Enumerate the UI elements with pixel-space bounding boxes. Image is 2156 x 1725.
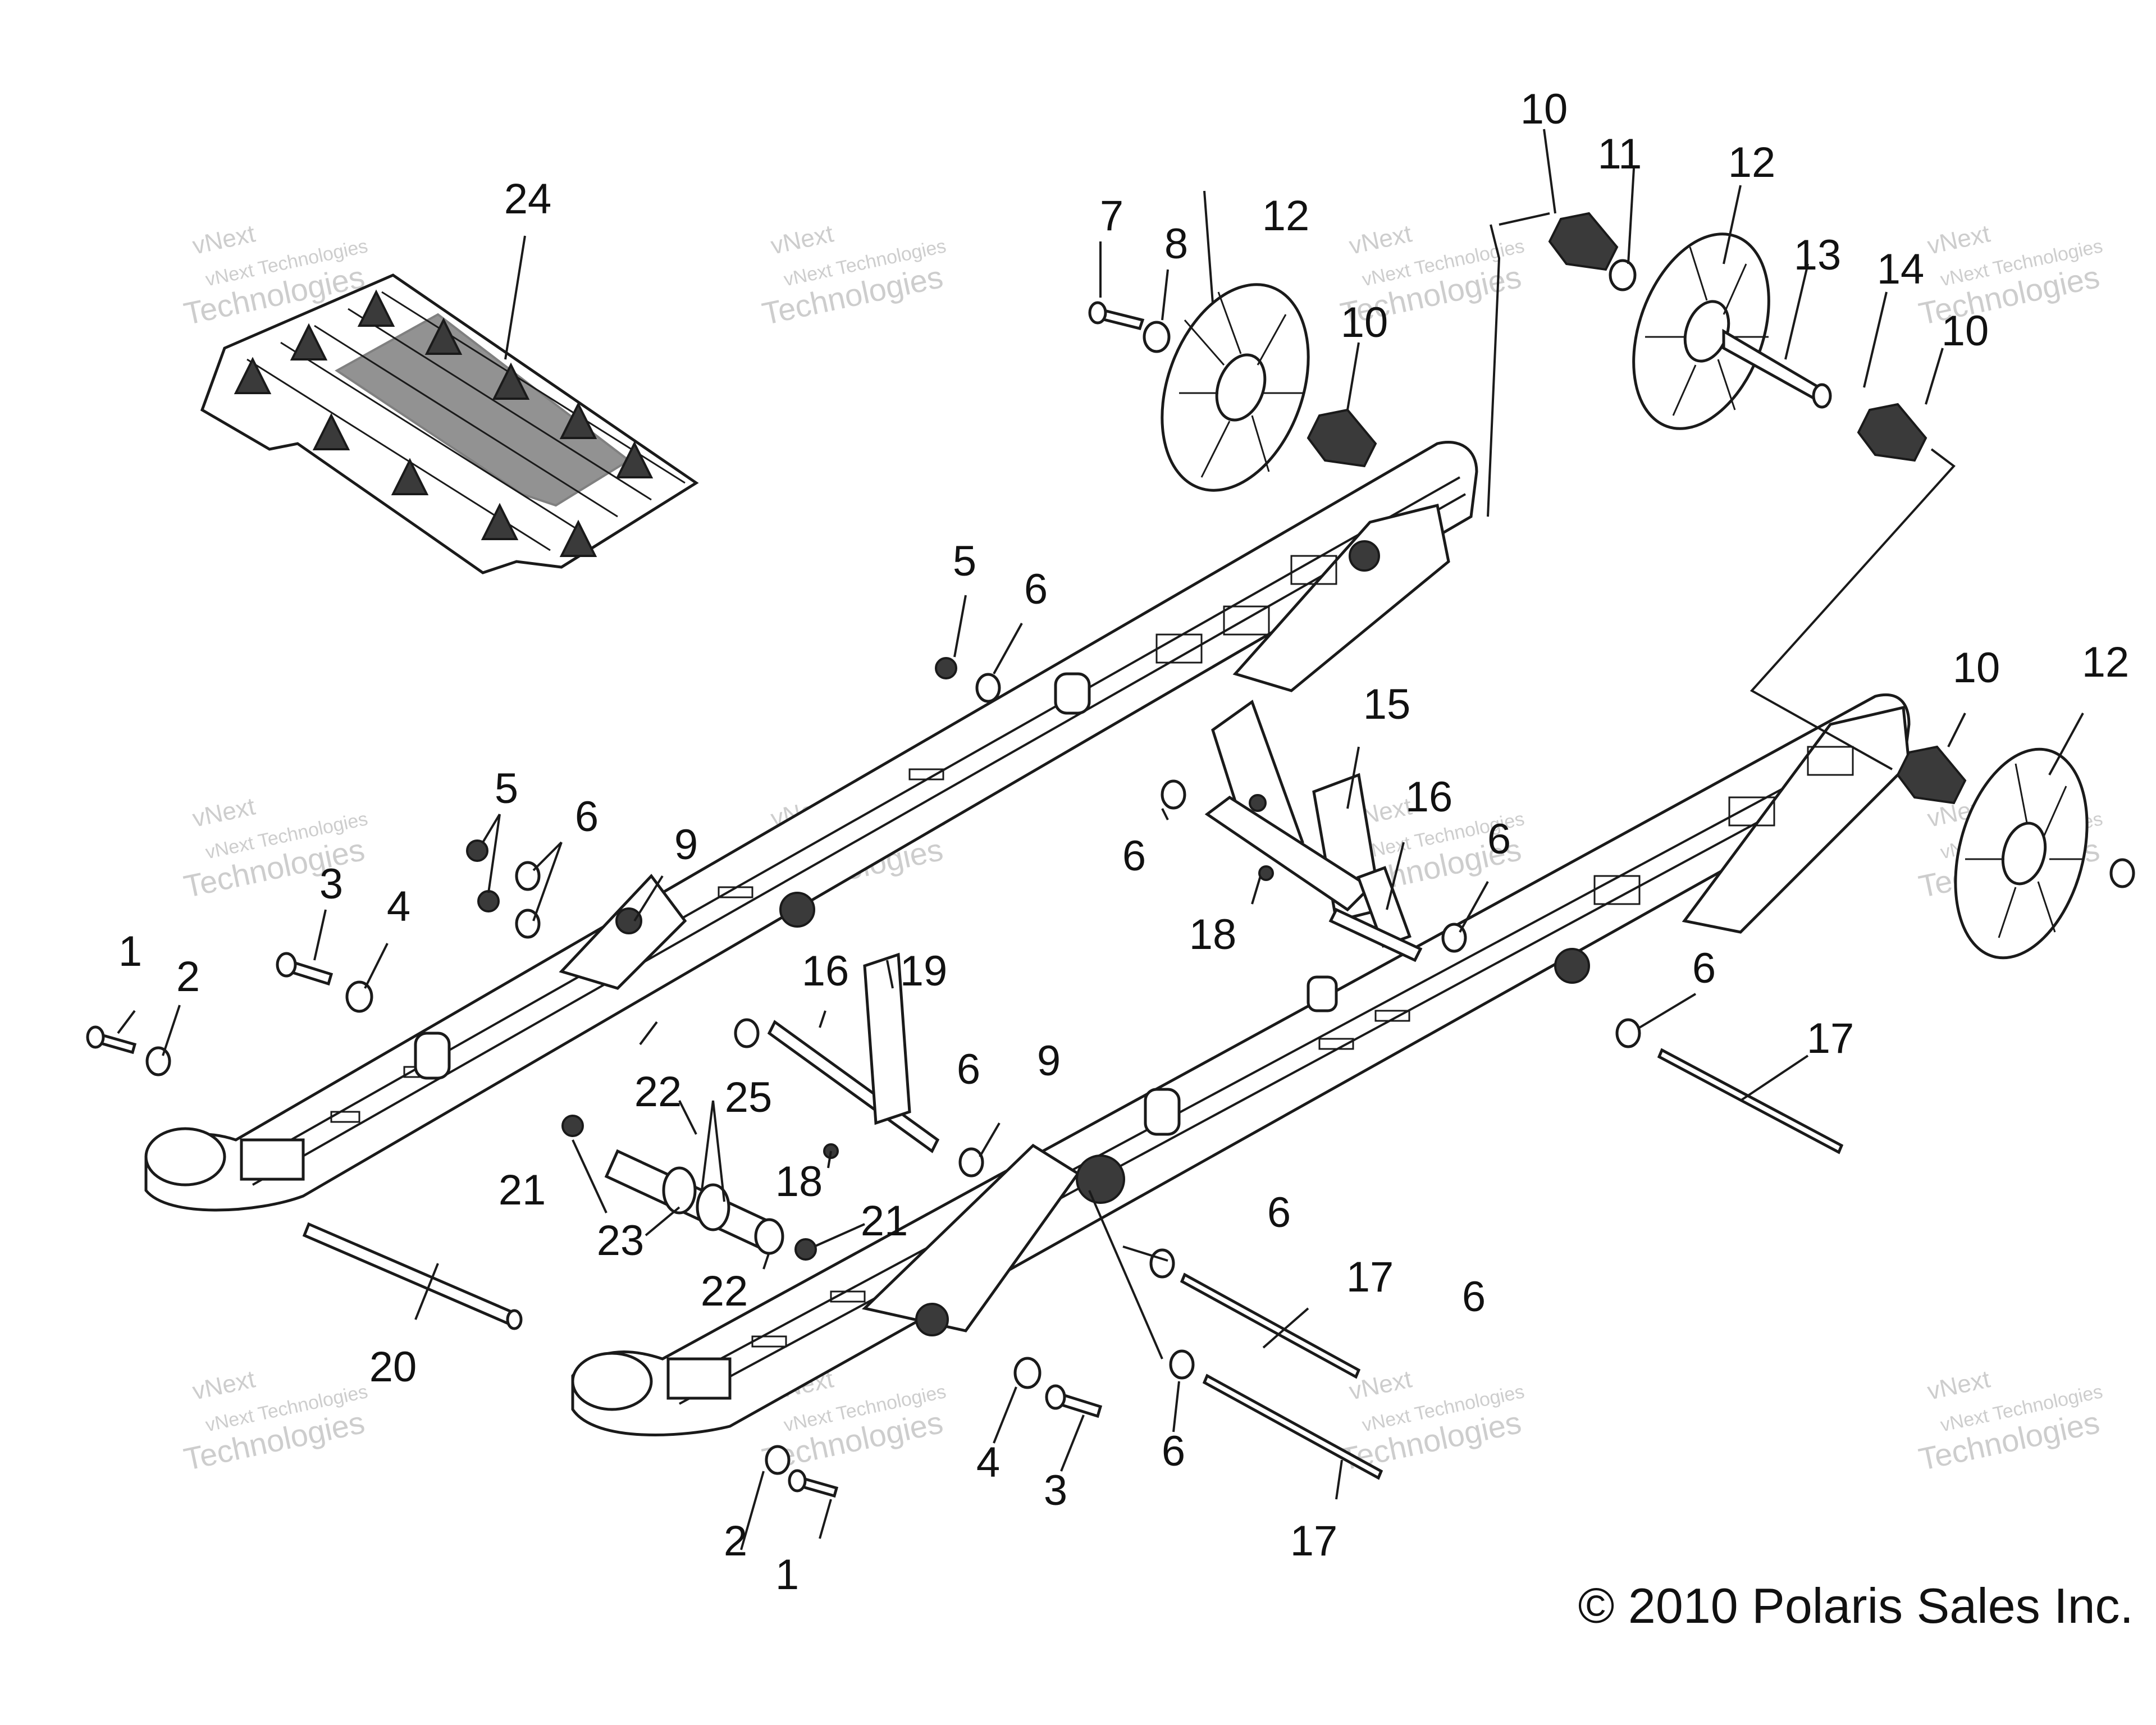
- callout-label: 2: [724, 1517, 747, 1565]
- callout-label: 24: [504, 175, 552, 223]
- bearing-cap: [1307, 212, 1967, 805]
- callout-label: 2: [176, 953, 200, 1001]
- callout-label: 6: [1692, 944, 1716, 992]
- callout-label: 4: [387, 883, 410, 930]
- callout-label: 17: [1290, 1517, 1338, 1565]
- callout-label: 10: [1942, 307, 1989, 355]
- callout-label: 17: [1807, 1015, 1854, 1062]
- callout-label: 22: [634, 1068, 682, 1116]
- right-rail: [571, 693, 1911, 1436]
- watermark-text: vNext: [769, 220, 836, 259]
- track-section: [200, 273, 699, 574]
- callout-label: 13: [1794, 231, 1842, 279]
- idler-wheel: [1954, 747, 2089, 960]
- callout-label: 19: [900, 947, 948, 995]
- callout-label: 3: [1044, 1467, 1067, 1514]
- callout-label: 8: [1164, 220, 1188, 268]
- callout-label: 6: [1267, 1189, 1291, 1236]
- idler-wheel: [1161, 283, 1310, 492]
- callout-label: 12: [1262, 192, 1310, 240]
- callout-label: 5: [953, 537, 976, 585]
- callout-label: 22: [701, 1267, 748, 1315]
- callout-label: 10: [1520, 85, 1568, 133]
- hardware: [86, 259, 2135, 1498]
- callout-label: 6: [575, 793, 599, 841]
- callout-labels: 1 1 2 2 3 3 4 4 5 5 6 6 6 6 6 6 6 6 6 7 …: [118, 85, 2129, 1599]
- callout-label: 6: [957, 1046, 980, 1093]
- callout-label: 3: [319, 860, 343, 908]
- callout-label: 16: [1405, 773, 1453, 821]
- watermark-text: vNext: [190, 1365, 258, 1405]
- callout-label: 1: [775, 1551, 799, 1599]
- callout-label: 1: [118, 928, 142, 975]
- callout-label: 4: [976, 1439, 1000, 1486]
- callout-label: 6: [1487, 815, 1511, 863]
- callout-label: 18: [1189, 911, 1237, 959]
- callout-label: 9: [1037, 1037, 1061, 1085]
- callout-label: 10: [1953, 644, 2000, 692]
- callout-label: 23: [597, 1217, 645, 1265]
- callout-label: 20: [369, 1343, 417, 1391]
- watermark-text: vNext: [190, 220, 258, 259]
- callout-label: 12: [1728, 139, 1776, 186]
- callout-label: 17: [1346, 1253, 1394, 1301]
- callout-label: 6: [1462, 1273, 1486, 1321]
- callout-label: 9: [674, 821, 698, 869]
- callout-label: 15: [1363, 681, 1411, 728]
- left-rail: [144, 440, 1478, 1212]
- callout-label: 16: [802, 947, 849, 995]
- watermark-text: vNext: [1925, 1365, 1993, 1405]
- callout-label: 21: [861, 1197, 908, 1245]
- callout-label: 25: [725, 1074, 773, 1121]
- callout-label: 6: [1122, 832, 1146, 880]
- callout-label: 6: [1024, 565, 1048, 613]
- callout-label: 18: [775, 1158, 823, 1206]
- watermark-text: vNext: [190, 792, 258, 832]
- leader-lines: [117, 129, 2084, 1550]
- callout-label: 12: [2082, 638, 2130, 686]
- copyright-notice: © 2010 Polaris Sales Inc.: [1578, 1578, 2134, 1633]
- idler-wheel: [1632, 232, 1832, 430]
- callout-label: 7: [1100, 192, 1123, 240]
- watermark-text: vNext: [1347, 220, 1414, 259]
- callout-label: 10: [1341, 299, 1388, 346]
- watermark-text: vNext: [1925, 220, 1993, 259]
- callout-label: 6: [1162, 1427, 1185, 1475]
- callout-label: 5: [495, 765, 518, 813]
- callout-label: 14: [1877, 245, 1925, 293]
- callout-label: 21: [499, 1166, 546, 1214]
- callout-label: 11: [1598, 130, 1642, 178]
- axles: [302, 907, 1844, 1480]
- center-bracket: [1204, 700, 1412, 948]
